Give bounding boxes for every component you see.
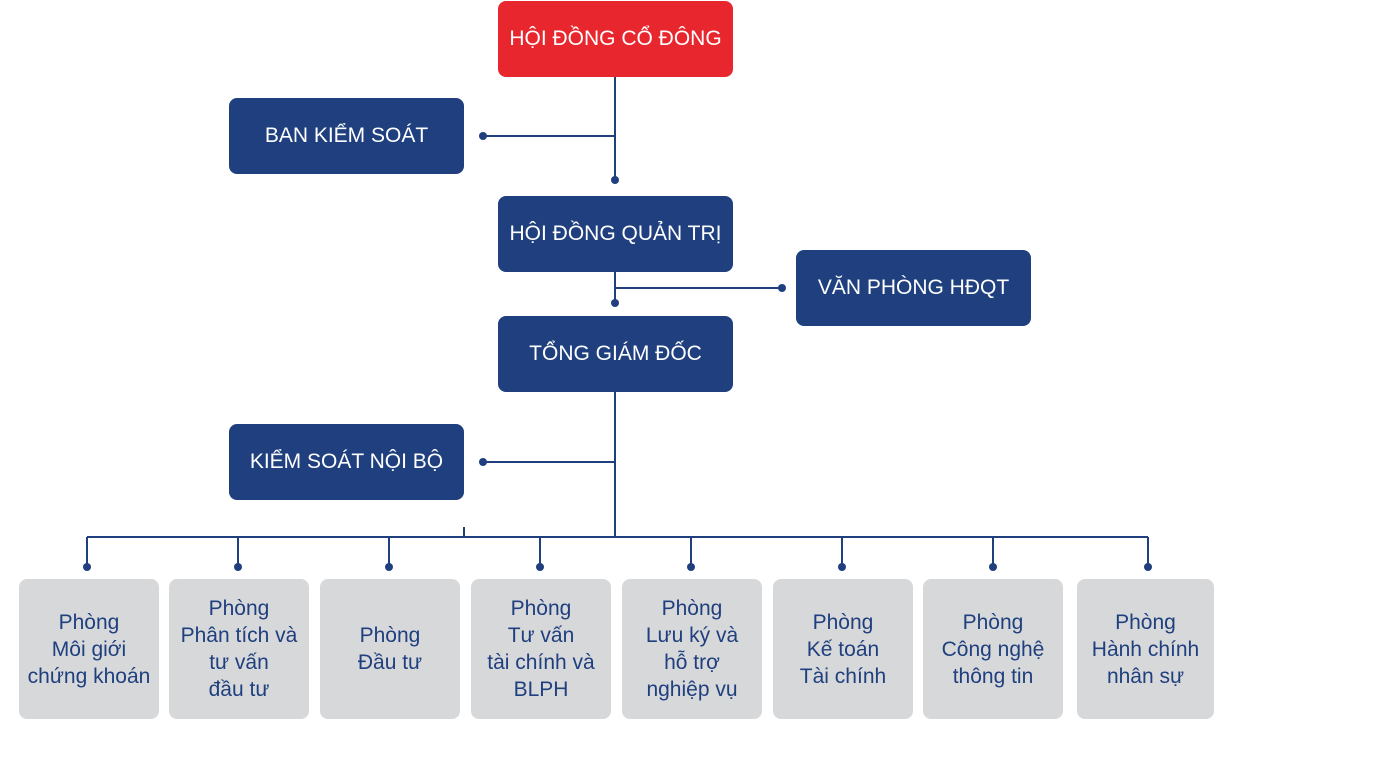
board-office-label: VĂN PHÒNG HĐQT [817,276,1010,299]
internal-control-label: KIỂM SOÁT NỘI BỘ [249,450,444,473]
department-box: Phòng Phân tích và tư vấn đầu tư [169,579,309,719]
department-label: Phòng Lưu ký và hỗ trợ nghiệp vụ [645,597,739,701]
board-of-directors-label: HỘI ĐỒNG QUẢN TRỊ [509,222,722,245]
department-label: Phòng Đầu tư [357,624,423,674]
department-label: Phòng Phân tích và tư vấn đầu tư [180,597,298,701]
supervisory-board-box: BAN KIỂM SOÁT [229,98,464,174]
shareholders-meeting-box: HỘI ĐỒNG CỔ ĐÔNG [498,1,733,77]
department-label: Phòng Kế toán Tài chính [799,610,887,688]
ceo-box: TỔNG GIÁM ĐỐC [498,316,733,392]
department-box: Phòng Môi giới chứng khoán [19,579,159,719]
supervisory-board-label: BAN KIỂM SOÁT [264,124,429,147]
department-box: Phòng Lưu ký và hỗ trợ nghiệp vụ [622,579,762,719]
ceo-label: TỔNG GIÁM ĐỐC [529,342,702,365]
board-office-box: VĂN PHÒNG HĐQT [796,250,1031,326]
board-of-directors-box: HỘI ĐỒNG QUẢN TRỊ [498,196,733,272]
department-box: Phòng Tư vấn tài chính và BLPH [471,579,611,719]
department-box: Phòng Công nghệ thông tin [923,579,1063,719]
department-box: Phòng Kế toán Tài chính [773,579,913,719]
shareholders-meeting-label: HỘI ĐỒNG CỔ ĐÔNG [509,27,722,50]
internal-control-box: KIỂM SOÁT NỘI BỘ [229,424,464,500]
department-box: Phòng Hành chính nhân sự [1077,579,1214,719]
department-box: Phòng Đầu tư [320,579,460,719]
department-label: Phòng Công nghệ thông tin [941,610,1045,688]
department-label: Phòng Hành chính nhân sự [1091,610,1200,688]
department-label: Phòng Môi giới chứng khoán [27,610,151,688]
department-label: Phòng Tư vấn tài chính và BLPH [487,597,595,701]
